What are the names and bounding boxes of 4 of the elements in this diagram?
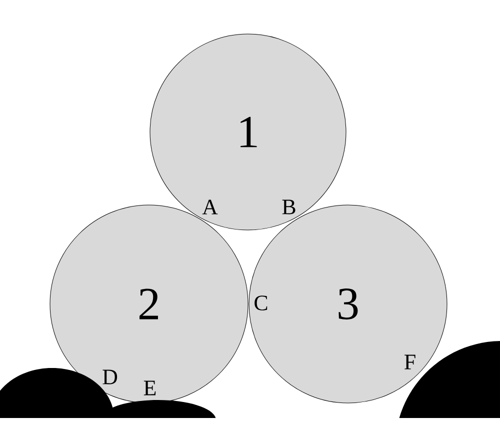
point-label: C <box>254 296 268 310</box>
point-label: F <box>404 354 416 370</box>
point-label: D <box>102 370 118 384</box>
point-label: E <box>144 380 156 396</box>
